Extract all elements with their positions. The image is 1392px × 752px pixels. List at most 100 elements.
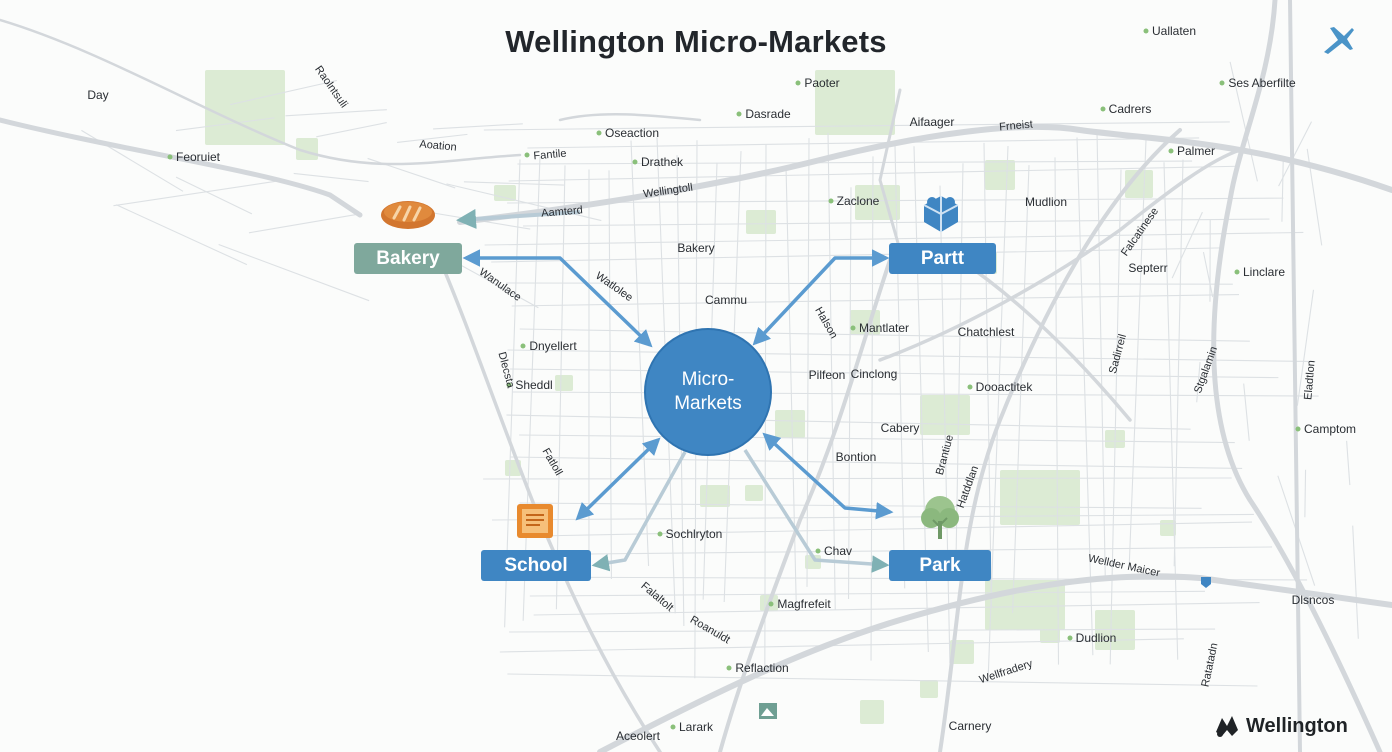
minor-street — [1352, 525, 1359, 639]
minor-street — [517, 160, 1193, 165]
poi-dot — [1067, 635, 1073, 641]
minor-street — [248, 212, 363, 234]
street-label: Drathek — [640, 155, 684, 169]
park-area — [985, 160, 1015, 190]
major-road — [938, 128, 1182, 752]
minor-street — [113, 180, 276, 207]
street-label: Uallaten — [1151, 24, 1197, 38]
connector-arrow-bakery — [462, 249, 653, 348]
minor-street — [1346, 440, 1351, 486]
poi-dot — [1168, 148, 1174, 154]
minor-street — [433, 123, 523, 130]
minor-street — [529, 590, 1205, 597]
street-label: Mudlion — [1024, 195, 1068, 209]
minor-street — [1196, 362, 1201, 403]
poi-dot — [1295, 426, 1301, 432]
map-title: Wellington Micro-Markets — [505, 24, 887, 59]
street-label: Linclare — [1242, 265, 1286, 279]
minor-street — [397, 133, 468, 143]
poi-dot — [828, 198, 834, 204]
poi-dot — [632, 159, 638, 165]
street-label: Chav — [823, 544, 853, 558]
major-road — [958, 258, 1132, 422]
category-partt-button[interactable]: Partt — [889, 243, 996, 274]
minor-street — [983, 142, 992, 608]
street-label: Carnery — [948, 719, 992, 733]
poi-dot — [795, 80, 801, 86]
mountain-marker-icon — [759, 703, 777, 719]
street-label: Sochlryton — [665, 527, 723, 541]
minor-street — [175, 176, 253, 215]
minor-street — [1054, 157, 1060, 665]
minor-street — [175, 117, 275, 132]
minor-street — [507, 197, 1284, 204]
street-label: Bakery — [677, 241, 715, 255]
hub-label-line1: Micro- — [681, 369, 735, 390]
connector-line-school — [591, 451, 687, 572]
street-label: Dnyellert — [529, 339, 577, 353]
category-park-button[interactable]: Park — [889, 550, 991, 581]
street-label: Ses Aberfilte — [1228, 76, 1296, 90]
street-label: Chatchlest — [957, 325, 1015, 339]
poi-dot — [1143, 28, 1149, 34]
major-road — [1211, 0, 1383, 752]
street-label: Paoter — [804, 76, 840, 90]
poi-dot — [596, 130, 602, 136]
minor-street — [293, 172, 369, 183]
category-school-button[interactable]: School — [481, 550, 591, 581]
street-label: Dudlion — [1075, 631, 1117, 645]
street-label: Feoruiet — [175, 150, 221, 164]
bread-icon — [381, 201, 435, 229]
minor-street — [519, 502, 1202, 509]
poi-dot — [167, 154, 173, 160]
minor-street — [955, 163, 964, 563]
poi-dot — [657, 531, 663, 537]
minor-street — [1012, 165, 1030, 613]
minor-street — [1171, 211, 1203, 279]
park-area — [555, 375, 573, 391]
park-area — [920, 680, 938, 698]
minor-street — [506, 414, 1191, 430]
minor-street — [463, 181, 564, 186]
minor-street — [630, 140, 650, 567]
minor-street — [608, 170, 612, 579]
minor-street — [116, 204, 248, 266]
major-road — [597, 573, 1392, 752]
minor-street — [1076, 137, 1094, 656]
minor-street — [519, 434, 1235, 444]
category-bakery-button[interactable]: Bakery — [354, 243, 462, 274]
minor-street — [537, 521, 1253, 537]
minor-street — [491, 247, 1223, 263]
minor-street — [1109, 169, 1122, 665]
minor-street — [527, 137, 1200, 149]
park-area — [700, 485, 730, 507]
poi-dot — [1100, 106, 1106, 112]
major-road — [558, 112, 702, 122]
minor-street — [491, 546, 1273, 556]
building-icon — [923, 196, 959, 232]
connector-line-bakery-road — [456, 208, 581, 229]
street-label: Cabery — [880, 421, 920, 435]
poi-dot — [520, 343, 526, 349]
major-road — [878, 148, 1242, 362]
street-label: Pilfeon — [808, 368, 846, 382]
minor-street — [533, 602, 1260, 616]
minor-street — [987, 145, 1009, 675]
minor-street — [1281, 157, 1284, 222]
minor-street — [483, 121, 1230, 131]
minor-street — [870, 156, 874, 661]
brand-name: Wellington — [1246, 714, 1348, 737]
category-school-label: School — [504, 554, 568, 576]
hub-label-line2: Markets — [674, 393, 742, 414]
street-label: Aifaager — [909, 115, 955, 129]
poi-dot — [850, 325, 856, 331]
micro-markets-hub[interactable]: Micro- Markets — [644, 328, 772, 456]
minor-street — [1229, 61, 1258, 182]
street-label: Zaclone — [836, 194, 880, 208]
park-area — [494, 185, 516, 201]
minor-street — [1163, 162, 1179, 660]
park-area — [1040, 625, 1060, 643]
minor-street — [1296, 289, 1315, 406]
connector-arrow-park-tree — [762, 432, 894, 520]
